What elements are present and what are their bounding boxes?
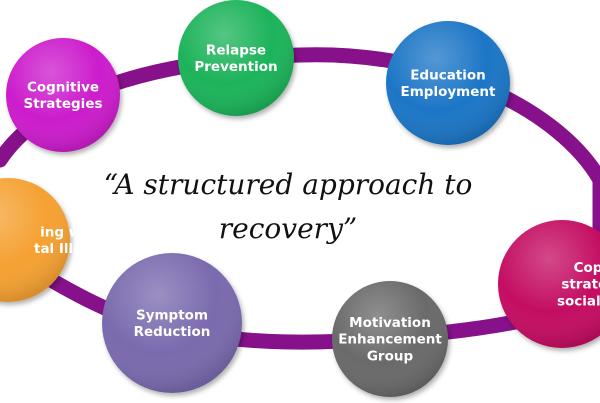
node-gloss: [386, 21, 510, 145]
node-label-line: Symptom: [136, 307, 208, 323]
node-gloss: [178, 0, 294, 116]
node-label-line: Reduction: [134, 324, 211, 340]
node-label-line: ing with: [40, 224, 102, 240]
node-gloss: [6, 38, 120, 152]
node-label-line: Prevention: [194, 59, 277, 75]
node-label-line: Education: [410, 67, 486, 83]
node-label-line: Group: [367, 349, 414, 365]
quote-line-1: “A structured approach to: [104, 168, 473, 201]
node-gloss: [0, 178, 70, 302]
node-label-line: strategies: [561, 277, 600, 293]
node-gloss: [332, 281, 448, 397]
node-label-line: Cognitive: [27, 79, 99, 95]
node-label-line: Motivation: [349, 315, 431, 331]
node-coping-strategies: Copingstrategiessocial netw: [498, 220, 600, 348]
node-label-line: tal Illness: [34, 241, 108, 257]
node-gloss: [498, 220, 600, 348]
node-label-line: Employment: [401, 84, 496, 100]
node-label-line: Enhancement: [338, 332, 442, 348]
node-label-line: Coping: [574, 260, 600, 276]
node-gloss: [102, 253, 242, 393]
node-label-line: Relapse: [206, 42, 266, 58]
quote-line-2: recovery”: [219, 212, 357, 245]
node-label-line: Strategies: [23, 96, 102, 112]
node-label-line: social netw: [557, 294, 600, 310]
